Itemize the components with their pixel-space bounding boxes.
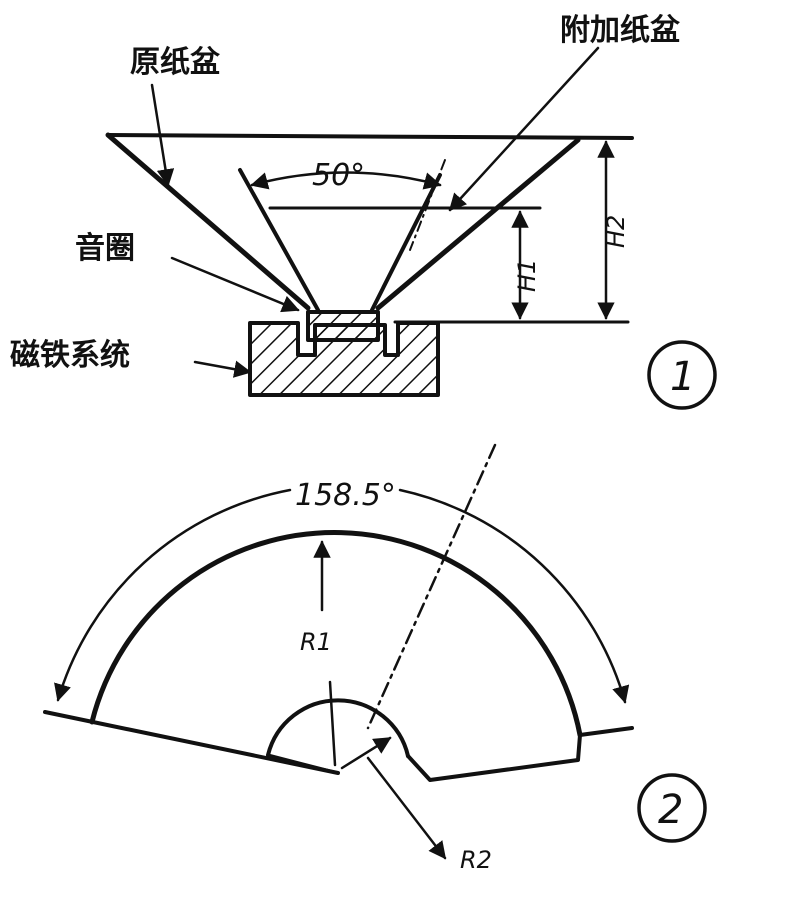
figure-2-number-circle [637,773,707,843]
magnet-system-body [248,321,440,397]
cone-axis [409,159,446,251]
r1-dimension-bottom [328,680,337,767]
label-r2: R2 [460,846,492,874]
sector-outer-arc [89,530,583,738]
angle-158-arc [54,488,292,702]
leader-magnet-system [193,360,252,378]
label-extra-cone: 附加纸盆 [560,13,681,48]
figure-2-labels: 158.5° R1 R2 2 [295,478,683,874]
label-h2: H2 [602,215,630,248]
figure-1-labels: 原纸盆 附加纸盆 音圈 磁铁系统 50° H1 H2 1 [10,13,695,400]
label-angle-50: 50° [312,158,365,193]
extra-cone-right-wall [370,173,442,312]
label-magnet-system: 磁铁系统 [10,338,130,373]
original-cone-left-wall [105,132,311,311]
label-r1: R1 [300,628,332,656]
figure-2-number: 2 [658,787,683,833]
label-h1: H1 [513,259,541,292]
sector-right-edge [406,726,634,782]
sector-inner-arc [266,698,410,758]
r2-arrow-to-inner [340,736,392,770]
figure-1 [105,46,717,410]
original-cone-right-wall [375,137,581,311]
figure-1-number-circle [647,340,717,410]
sector-left-edge [43,710,340,775]
leader-original-cone [150,83,175,187]
sector-center-line [266,753,340,775]
original-cone-rim [106,133,634,140]
leader-extra-cone [448,46,600,212]
label-original-cone: 原纸盆 [130,45,221,80]
extra-cone-left-wall [238,168,320,312]
angle-158-arc-right [398,488,630,704]
voice-coil-body [306,310,380,342]
label-voice-coil: 音圈 [75,231,135,266]
r2-leader [366,756,447,860]
figure-1-number: 1 [670,354,695,400]
figure-2 [43,443,707,860]
sector-symmetry-axis [366,443,497,730]
angle-50-arc [250,171,442,190]
leader-voice-coil [170,256,300,313]
label-angle-158: 158.5° [295,478,396,513]
